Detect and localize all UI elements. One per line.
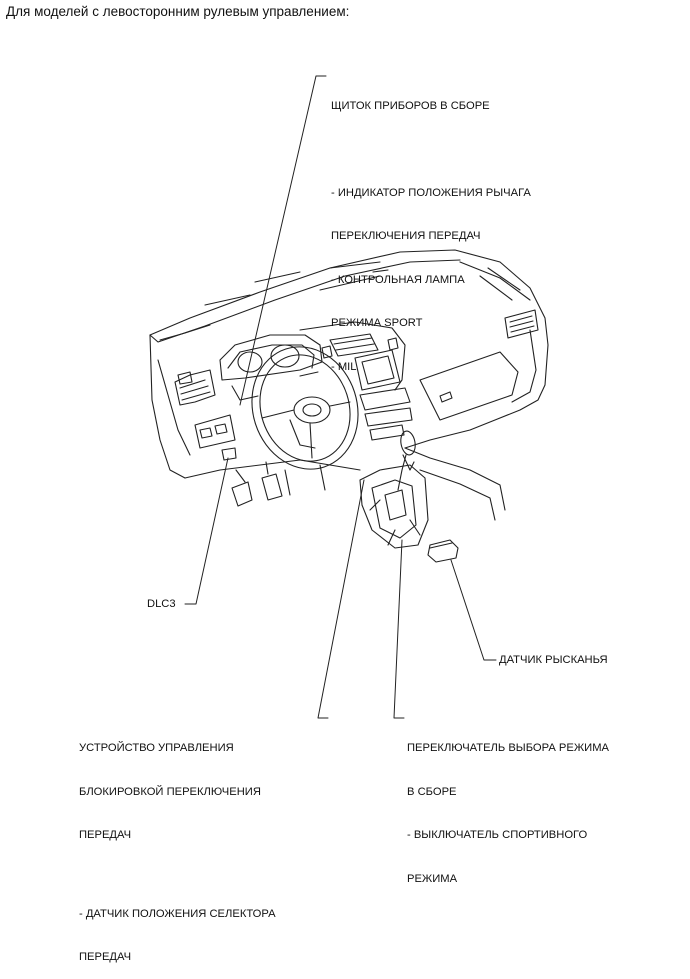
shift-lock-title-line1: УСТРОЙСТВО УПРАВЛЕНИЯ [79,742,234,754]
dashboard-outline [149,249,549,479]
steering-wheel-shape [251,346,359,496]
pedals-shape [184,459,361,507]
dashboard-diagram [149,75,549,719]
sport-switch-line2: РЕЖИМА [407,872,458,885]
combination-meter-title: ЩИТОК ПРИБОРОВ В СБОРЕ [331,100,490,112]
mil-item: - MIL [331,360,357,373]
shift-position-sensor-line2: ПЕРЕДАЧ [79,951,132,963]
shift-position-sensor-line1: - ДАТЧИК ПОЛОЖЕНИЯ СЕЛЕКТОРА [79,907,276,920]
shift-lock-title-line2: БЛОКИРОВКОЙ ПЕРЕКЛЮЧЕНИЯ [79,785,261,798]
shift-lock-title-line3: ПЕРЕДАЧ [79,829,132,841]
yaw-sensor-label: ДАТЧИК РЫСКАНЬЯ [499,654,608,666]
sport-lamp-line2: РЕЖИМА SPORT [331,317,423,329]
page-heading: Для моделей с левосторонним рулевым упра… [6,4,350,19]
sport-switch-line1: - ВЫКЛЮЧАТЕЛЬ СПОРТИВНОГО [407,829,588,841]
combination-meter-label: ЩИТОК ПРИБОРОВ В СБОРЕ - ИНДИКАТОР ПОЛОЖ… [331,70,531,389]
mode-switch-title-line2: В СБОРЕ [407,785,457,798]
mode-switch-title-line1: ПЕРЕКЛЮЧАТЕЛЬ ВЫБОРА РЕЖИМА [407,742,609,754]
gear-indicator-line2: ПЕРЕКЛЮЧЕНИЯ ПЕРЕДАЧ [331,230,481,242]
sport-lamp-line1: - КОНТРОЛЬНАЯ ЛАМПА [331,273,465,286]
shifter-assembly-shape [359,430,506,563]
shift-lock-label: УСТРОЙСТВО УПРАВЛЕНИЯ БЛОКИРОВКОЙ ПЕРЕКЛ… [79,712,276,979]
center-stack-shape [299,321,413,441]
dlc3-label: DLC3 [147,598,176,610]
mode-switch-label: ПЕРЕКЛЮЧАТЕЛЬ ВЫБОРА РЕЖИМА В СБОРЕ - ВЫ… [407,712,609,901]
leader-lines [184,75,497,719]
gear-indicator-line1: - ИНДИКАТОР ПОЛОЖЕНИЯ РЫЧАГА [331,186,531,199]
